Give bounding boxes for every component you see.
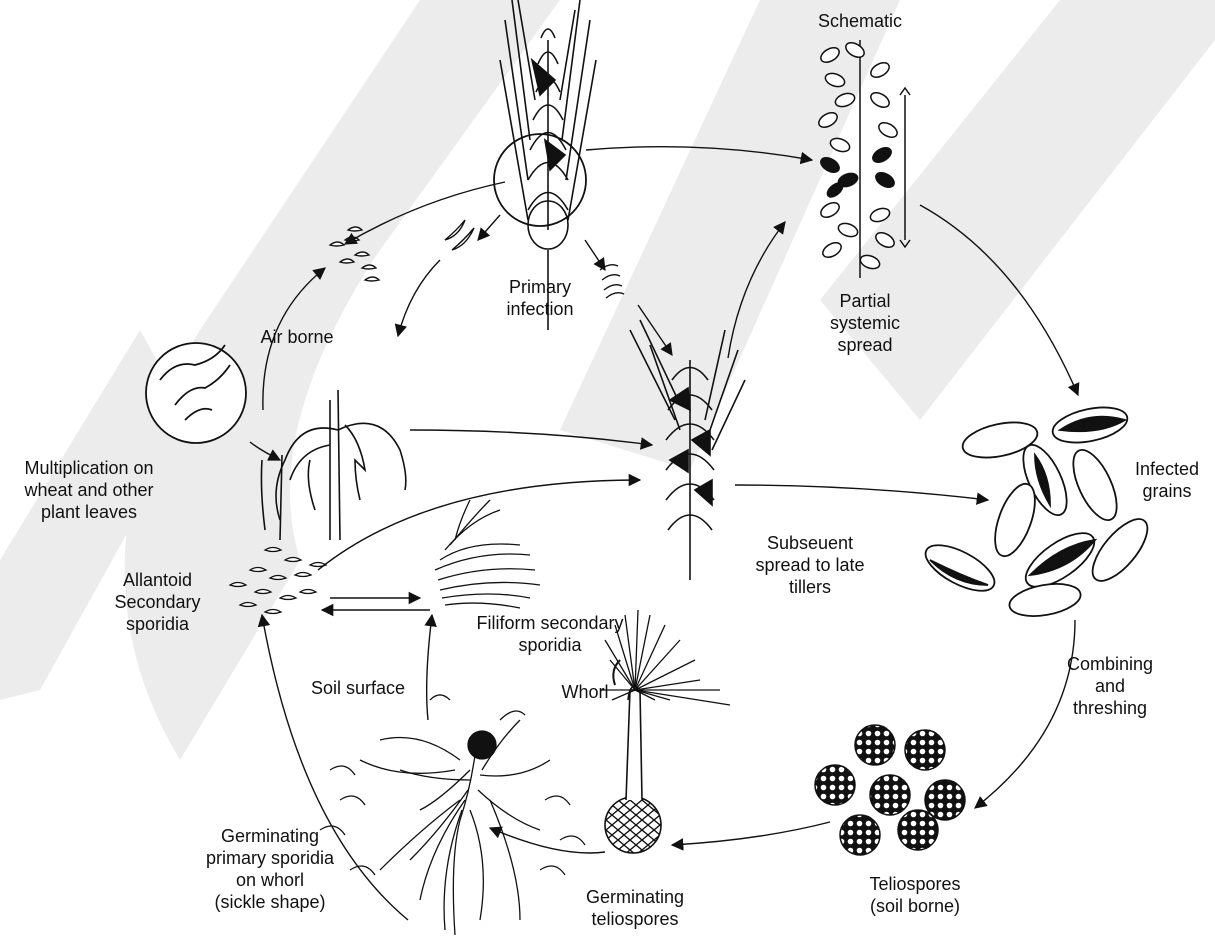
label-line: Germinating	[195, 825, 345, 847]
leaf-zoom-circle	[146, 343, 246, 443]
label-line: Partial	[805, 290, 925, 312]
label-line: (sickle shape)	[195, 891, 345, 913]
label-germinating-teliospores: Germinating teliospores	[570, 886, 700, 930]
label-line: on whorl	[195, 869, 345, 891]
label-line: tillers	[740, 576, 880, 598]
label-primary-infection: Primary infection	[480, 276, 600, 320]
label-germinating-primary-sporidia: Germinating primary sporidia on whorl (s…	[195, 825, 345, 913]
infected-grains	[919, 401, 1157, 621]
label-soil-surface: Soil surface	[293, 677, 423, 699]
label-line: teliospores	[570, 908, 700, 930]
label-filiform-sporidia: Filiform secondary sporidia	[455, 612, 645, 656]
late-tiller-spike	[630, 320, 745, 580]
label-allantoid-sporidia: Allantoid Secondary sporidia	[100, 569, 215, 635]
schematic-spike	[816, 40, 910, 278]
label-line: plant leaves	[0, 501, 178, 523]
label-line: sporidia	[455, 634, 645, 656]
label-line: Allantoid	[100, 569, 215, 591]
label-line: grains	[1122, 480, 1212, 502]
label-line: Primary	[480, 276, 600, 298]
label-schematic: Schematic	[790, 10, 930, 32]
label-line: Soil surface	[293, 677, 423, 699]
label-line: Teliospores	[845, 873, 985, 895]
label-line: Schematic	[790, 10, 930, 32]
label-teliospores: Teliospores (soil borne)	[845, 873, 985, 917]
label-line: Whorl	[555, 681, 615, 703]
label-line: spread to late	[740, 554, 880, 576]
label-line: systemic	[805, 312, 925, 334]
label-line: infection	[480, 298, 600, 320]
label-line: Multiplication on	[0, 457, 178, 479]
label-combining-threshing: Combining and threshing	[1050, 653, 1170, 719]
label-line: Subseuent	[740, 532, 880, 554]
label-whorl: Whorl	[555, 681, 615, 703]
label-line: Secondary	[100, 591, 215, 613]
label-line: wheat and other	[0, 479, 178, 501]
germinating-primary-sporidia	[320, 695, 585, 935]
label-line: sporidia	[100, 613, 215, 635]
label-line: and	[1050, 675, 1170, 697]
label-infected-grains: Infected grains	[1122, 458, 1212, 502]
label-line: Air borne	[232, 326, 362, 348]
label-line: (soil borne)	[845, 895, 985, 917]
label-line: Combining	[1050, 653, 1170, 675]
label-line: Filiform secondary	[455, 612, 645, 634]
label-line: threshing	[1050, 697, 1170, 719]
teliospores	[815, 725, 965, 855]
label-air-borne: Air borne	[232, 326, 362, 348]
label-line: spread	[805, 334, 925, 356]
label-multiplication: Multiplication on wheat and other plant …	[0, 457, 178, 523]
label-line: Infected	[1122, 458, 1212, 480]
wheat-leaves	[261, 390, 405, 540]
label-line: primary sporidia	[195, 847, 345, 869]
allantoid-sporidia	[230, 548, 326, 614]
label-line: Germinating	[570, 886, 700, 908]
filiform-sporidia	[435, 500, 540, 608]
label-subsequent-spread: Subseuent spread to late tillers	[740, 532, 880, 598]
label-partial-systemic-spread: Partial systemic spread	[805, 290, 925, 356]
